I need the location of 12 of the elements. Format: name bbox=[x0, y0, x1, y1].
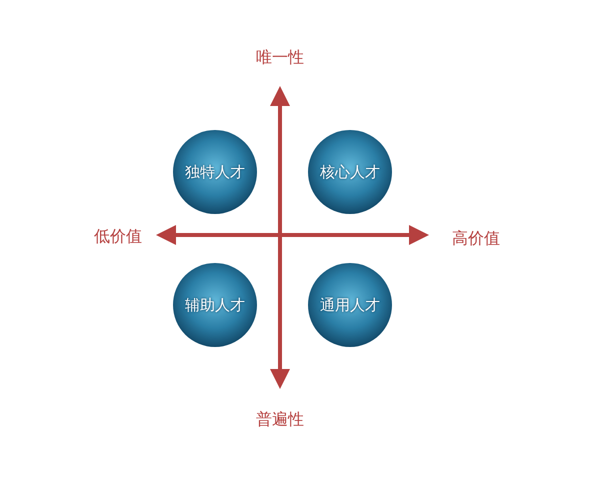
sphere bbox=[172, 129, 258, 215]
sphere-label: 核心人才 bbox=[320, 162, 380, 182]
sphere bbox=[307, 262, 393, 348]
sphere-label: 辅助人才 bbox=[185, 296, 245, 314]
axis-label: 普遍性 bbox=[256, 410, 304, 430]
axis-label: 唯一性 bbox=[256, 48, 304, 68]
sphere-label: 独特人才 bbox=[185, 162, 245, 182]
sphere-label: 通用人才 bbox=[320, 296, 380, 314]
axis-label: 高价值 bbox=[452, 228, 500, 250]
axis-label: 低价值 bbox=[94, 226, 142, 248]
sphere bbox=[172, 262, 258, 348]
sphere bbox=[307, 129, 393, 215]
